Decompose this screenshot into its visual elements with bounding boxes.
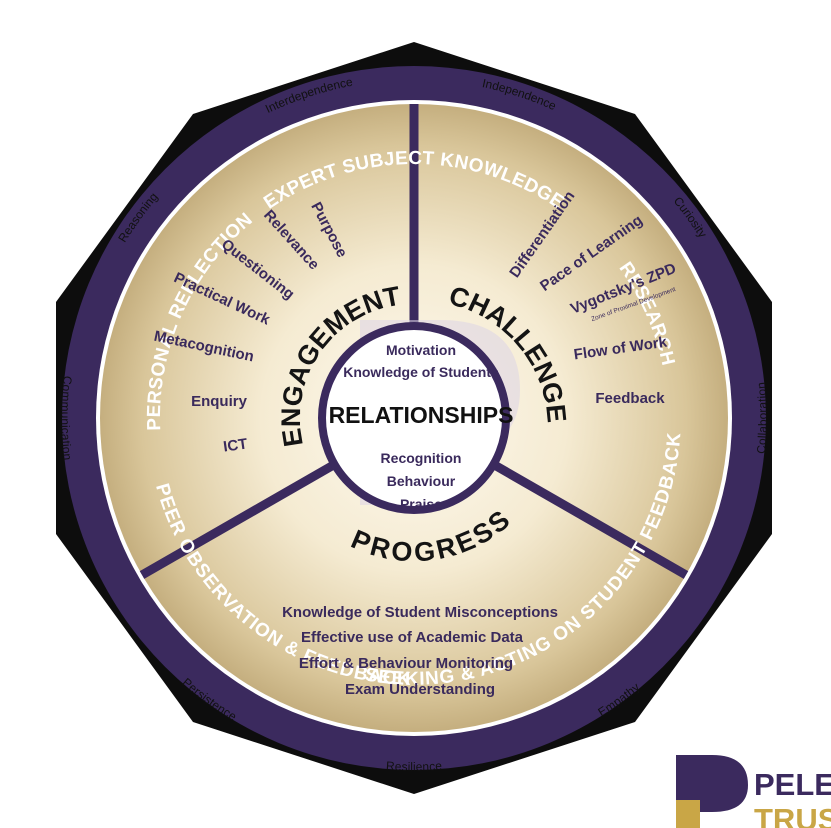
progress-item: Effort & Behaviour Monitoring: [299, 655, 513, 672]
center-item: Praise: [400, 496, 442, 512]
outer-label-communication: Communication: [58, 375, 75, 461]
section-dividers: [139, 104, 689, 579]
engagement-item: ICT: [222, 435, 248, 455]
engagement-item: Enquiry: [191, 393, 247, 410]
center-item: Knowledge of Students: [343, 364, 499, 380]
center-circle: [318, 322, 510, 514]
progress-item: Knowledge of Student Misconceptions: [282, 604, 558, 621]
outer-label-collaboration: Collaboration: [754, 382, 770, 455]
progress-item: Effective use of Academic Data: [301, 629, 524, 646]
logo-line2: TRUST: [754, 802, 831, 828]
logo-line1: PELE: [754, 767, 831, 802]
center-item: Behaviour: [387, 473, 456, 489]
outer-label-resilience: Resilience: [386, 759, 443, 774]
pele-trust-logo: PELE TRUST: [676, 755, 831, 828]
challenge-item: Feedback: [595, 390, 665, 407]
center-item: Recognition: [381, 450, 462, 466]
progress-item: Exam Understanding: [345, 681, 495, 698]
progress-items: Knowledge of Student Misconceptions Effe…: [282, 604, 558, 698]
center-title: RELATIONSHIPS: [329, 402, 514, 428]
center-item: Motivation: [386, 342, 456, 358]
center-content: Motivation Knowledge of Students RELATIO…: [329, 342, 514, 512]
logo-p-accent: [676, 800, 700, 828]
